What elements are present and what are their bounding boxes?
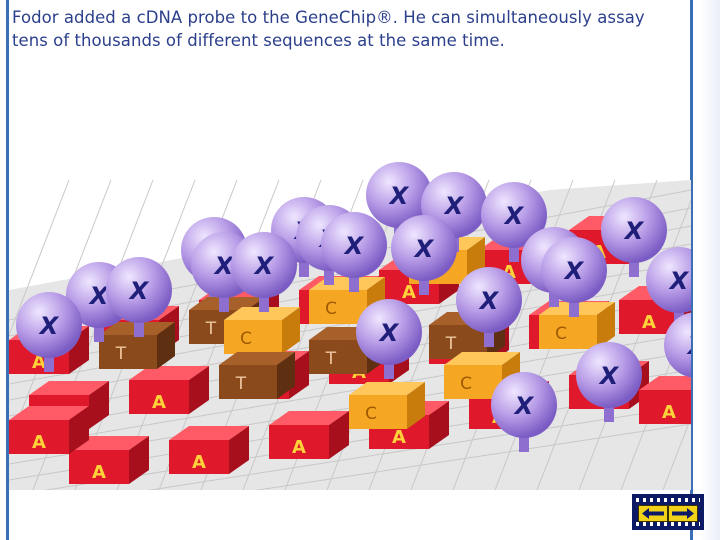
cdna-probe: X bbox=[664, 312, 691, 378]
base-a-block: A bbox=[9, 406, 89, 454]
base-label-a: A bbox=[292, 437, 306, 458]
base-label-c: C bbox=[555, 324, 567, 344]
base-t-block: T bbox=[219, 352, 295, 399]
probe-label: X bbox=[343, 232, 365, 260]
base-label-c: C bbox=[240, 329, 252, 349]
base-label-a: A bbox=[392, 427, 406, 448]
cdna-probe: X bbox=[231, 232, 297, 312]
cdna-probe: X bbox=[601, 197, 667, 277]
genechip-illustration: AAAAAAAAAAAAAAAAAAAAAACCTTCTTTCCC XXXXXX… bbox=[9, 162, 691, 490]
probe-label: X bbox=[88, 282, 110, 310]
slide-right-border bbox=[690, 0, 720, 540]
base-label-a: A bbox=[92, 462, 106, 483]
base-c-block: C bbox=[309, 277, 385, 324]
caption-line-1: Fodor added a cDNA probe to the GeneChip… bbox=[12, 8, 645, 27]
slide-caption: Fodor added a cDNA probe to the GeneChip… bbox=[12, 6, 692, 52]
probe-label: X bbox=[503, 202, 525, 230]
probe-label: X bbox=[478, 287, 500, 315]
probe-label: X bbox=[686, 332, 691, 360]
base-label-a: A bbox=[192, 452, 206, 473]
base-label-c: C bbox=[365, 404, 377, 424]
base-a-block: A bbox=[269, 411, 349, 459]
base-a-block: A bbox=[639, 376, 691, 424]
cdna-probe: X bbox=[16, 292, 82, 372]
base-a-block: A bbox=[69, 436, 149, 484]
cdna-probe: X bbox=[456, 267, 522, 347]
base-c-block: C bbox=[224, 307, 300, 354]
base-label-a: A bbox=[402, 282, 416, 303]
probe-label: X bbox=[668, 267, 690, 295]
base-c-block: C bbox=[349, 382, 425, 429]
probe-label: X bbox=[598, 362, 620, 390]
probe-label: X bbox=[443, 192, 465, 220]
base-label-c: C bbox=[325, 299, 337, 319]
base-label-t: T bbox=[325, 349, 337, 369]
base-label-t: T bbox=[235, 374, 247, 394]
cdna-probe: X bbox=[491, 372, 557, 452]
cdna-probe: X bbox=[356, 299, 422, 379]
cdna-probe: X bbox=[321, 212, 387, 292]
base-label-t: T bbox=[115, 344, 127, 364]
slide-left-border bbox=[0, 0, 9, 540]
probe-label: X bbox=[388, 182, 410, 210]
caption-line-2: tens of thousands of different sequences… bbox=[12, 31, 505, 50]
probe-label: X bbox=[378, 319, 400, 347]
probe-label: X bbox=[563, 257, 585, 285]
cdna-probe: X bbox=[576, 342, 642, 422]
base-label-a: A bbox=[662, 402, 676, 423]
right-arrow-icon bbox=[672, 508, 694, 519]
base-label-t: T bbox=[205, 319, 217, 339]
probe-label: X bbox=[38, 312, 60, 340]
probe-label: X bbox=[213, 252, 235, 280]
base-label-a: A bbox=[642, 312, 656, 333]
probe-label: X bbox=[253, 252, 275, 280]
cdna-probe: X bbox=[481, 182, 547, 262]
left-arrow-icon bbox=[642, 508, 664, 519]
probe-label: X bbox=[128, 277, 150, 305]
base-a-block: A bbox=[169, 426, 249, 474]
cdna-probe: X bbox=[646, 247, 691, 327]
nav-decor-bottom bbox=[636, 522, 700, 526]
base-label-a: A bbox=[152, 392, 166, 413]
forward-button[interactable] bbox=[668, 505, 698, 522]
probe-label: X bbox=[413, 235, 435, 263]
cdna-probe: X bbox=[391, 215, 457, 295]
probe-label: X bbox=[513, 392, 535, 420]
nav-decor-top bbox=[636, 498, 700, 502]
base-pairs-layer: AAAAAAAAAAAAAAAAAAAAAACCTTCTTTCCC bbox=[9, 216, 691, 484]
base-label-c: C bbox=[460, 374, 472, 394]
base-a-block: A bbox=[129, 366, 209, 414]
probe-label: X bbox=[623, 217, 645, 245]
base-label-t: T bbox=[445, 334, 457, 354]
base-t-block: T bbox=[99, 322, 175, 369]
slide-navigation bbox=[632, 494, 704, 530]
cdna-probes-layer: XXXXXXXXXXXXXXXXXXXXXX bbox=[16, 162, 691, 452]
cdna-probe: X bbox=[106, 257, 172, 337]
cdna-probe: X bbox=[541, 237, 607, 317]
back-button[interactable] bbox=[638, 505, 668, 522]
base-label-a: A bbox=[32, 432, 46, 453]
